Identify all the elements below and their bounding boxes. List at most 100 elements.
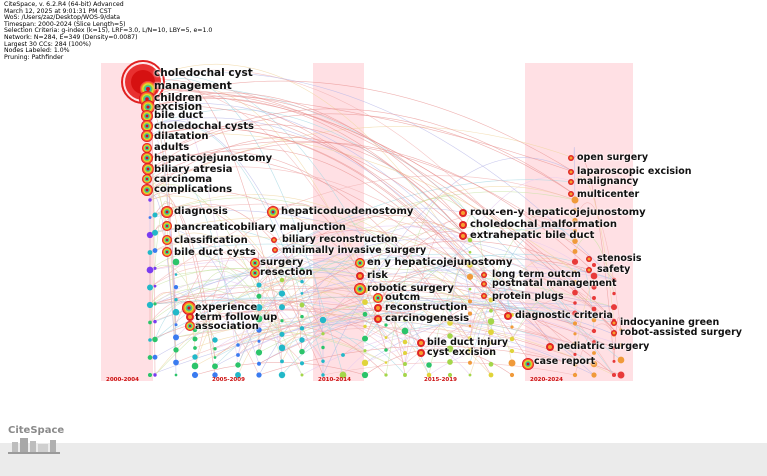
keyword-node	[271, 210, 275, 214]
keyword-node	[569, 180, 573, 184]
edge	[258, 275, 595, 321]
keyword-node-small	[212, 372, 218, 378]
keyword-node-small	[299, 348, 305, 355]
edge	[404, 221, 467, 365]
keyword-label: hepaticoduodenostomy	[281, 206, 414, 217]
edge	[149, 298, 260, 376]
keyword-node-small	[192, 354, 198, 360]
logo-buildings-icon	[8, 438, 60, 454]
keyword-node-small	[257, 361, 261, 366]
keyword-node-small	[174, 273, 178, 276]
edge	[237, 339, 303, 364]
keyword-node-small	[447, 320, 453, 326]
edge	[149, 142, 593, 271]
keyword-network[interactable]	[0, 0, 767, 443]
edge	[150, 98, 554, 348]
keyword-node-small	[446, 345, 454, 353]
edge	[150, 140, 593, 260]
keyword-node-small	[191, 362, 199, 370]
keyword-node-small	[278, 371, 286, 379]
edge	[154, 235, 492, 376]
keyword-node-small	[341, 353, 345, 357]
edge	[175, 267, 615, 308]
keyword-node-small	[339, 371, 347, 379]
citespace-logo: CiteSpace	[8, 425, 68, 465]
keyword-node	[145, 156, 149, 160]
keyword-label: diagnostic criteria	[515, 310, 613, 321]
keyword-node-small	[401, 327, 409, 335]
edge	[149, 291, 216, 341]
keyword-label: biliary reconstruction	[282, 234, 398, 245]
network-edges	[149, 63, 622, 376]
keyword-label: experience	[195, 302, 258, 313]
edge	[301, 249, 492, 311]
keyword-node-small	[148, 198, 152, 202]
keyword-node-small	[508, 359, 516, 367]
keyword-node	[569, 192, 573, 196]
edge	[149, 63, 488, 297]
keyword-node	[376, 317, 380, 321]
keyword-label: resection	[260, 267, 313, 278]
keyword-node-small	[468, 336, 472, 341]
edge	[404, 177, 575, 365]
edge	[194, 300, 260, 367]
keyword-node-small	[321, 332, 325, 336]
keyword-label: robotic surgery	[367, 283, 454, 294]
keyword-node-small	[572, 341, 578, 347]
edge	[281, 290, 406, 365]
edge	[149, 302, 387, 338]
edge	[573, 154, 615, 362]
keyword-node-small	[280, 319, 284, 323]
keyword-node-small	[152, 212, 158, 218]
keyword-node-small	[572, 310, 578, 316]
edge	[404, 323, 595, 365]
edge	[149, 253, 303, 376]
keyword-node-small	[152, 229, 158, 236]
keyword-label: safety	[597, 264, 631, 275]
edge	[154, 299, 622, 376]
edge	[149, 205, 324, 376]
keyword-node-small	[384, 373, 388, 377]
edge	[154, 279, 324, 362]
keyword-node-small	[153, 319, 157, 324]
keyword-label: risk	[367, 270, 388, 281]
edge	[154, 191, 576, 376]
edge	[150, 87, 406, 354]
keyword-node-small	[255, 315, 263, 323]
keyword-node-small	[279, 331, 285, 337]
keyword-node-small	[426, 362, 432, 368]
edge	[449, 318, 513, 363]
edge	[149, 204, 303, 282]
network-nodes[interactable]	[121, 60, 625, 379]
edge	[258, 258, 622, 361]
edge	[154, 268, 387, 338]
keyword-node	[569, 170, 573, 174]
keyword-node-small	[257, 339, 261, 343]
keyword-node	[145, 97, 149, 101]
keyword-node-small	[363, 349, 367, 353]
edge	[237, 259, 303, 356]
keyword-label: dilatation	[154, 131, 209, 142]
edge	[469, 305, 513, 364]
header-line: Nodes Labeled: 1.0%	[4, 47, 70, 55]
keyword-node-small	[509, 372, 515, 378]
keyword-node-small	[572, 372, 578, 378]
keyword-label: long term outcm	[492, 269, 581, 280]
keyword-label: complications	[154, 184, 233, 195]
keyword-node-small	[572, 321, 578, 326]
keyword-node-small	[236, 353, 240, 357]
keyword-node-small	[213, 356, 217, 359]
keyword-node-small	[403, 318, 407, 322]
keyword-node-small	[212, 363, 218, 370]
keyword-node	[587, 257, 591, 261]
keyword-label: extrahepatic bile duct	[470, 230, 595, 241]
edge	[150, 88, 575, 173]
keyword-node	[146, 87, 150, 91]
keyword-node	[569, 156, 573, 160]
keyword-label: classification	[174, 235, 248, 246]
keyword-label: reconstruction	[385, 302, 468, 313]
edge	[150, 124, 467, 237]
keyword-node-small	[447, 333, 453, 339]
keyword-node-small	[299, 361, 305, 366]
edge	[574, 236, 615, 294]
